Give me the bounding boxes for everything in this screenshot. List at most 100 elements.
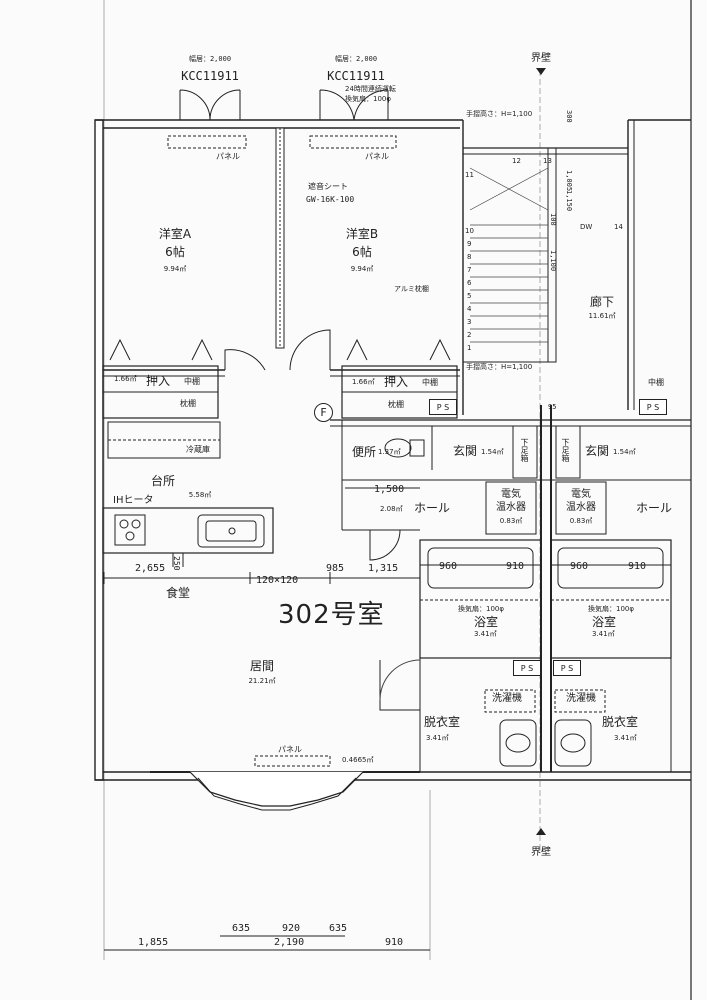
entrance-area-right: 1.54㎡ xyxy=(613,448,636,456)
panel-label-b: パネル xyxy=(365,152,389,161)
shoe-box-left: 下足箱 xyxy=(520,438,529,462)
corridor-area: 11.61㎡ xyxy=(588,312,616,320)
room-b-area: 9.94㎡ xyxy=(350,265,374,273)
entrance-area: 1.54㎡ xyxy=(481,448,504,456)
closet-a-name: 押入 xyxy=(146,374,171,388)
closet-b-shelf-mid: 中棚 xyxy=(422,378,438,387)
room-a-name: 洋室A xyxy=(158,227,192,241)
boundary-label-bottom: 界壁 xyxy=(531,847,551,858)
dw-label: DW xyxy=(580,223,593,231)
f-marker: F xyxy=(314,403,333,422)
arrow-down-icon xyxy=(536,68,546,75)
dim-95: 95 xyxy=(548,403,557,411)
room-a-area: 9.94㎡ xyxy=(163,265,187,273)
bath-b-fan: 換気扇：100φ xyxy=(588,605,634,613)
entrance-name-right: 玄関 xyxy=(585,444,610,458)
washer-b: 洗濯機 xyxy=(566,693,596,704)
window-b-width: 幅居：2,000 xyxy=(334,55,378,63)
dim-1500: 1,500 xyxy=(374,484,405,495)
hall-name: ホール xyxy=(414,501,451,515)
aluminum-rail-note: アルミ枕棚 xyxy=(394,285,429,293)
closet-b-name: 押入 xyxy=(384,375,409,389)
closet-a-area: 1.66㎡ xyxy=(114,375,137,383)
kitchen-area: 5.58㎡ xyxy=(188,491,212,499)
room-a-size: 6帖 xyxy=(165,245,185,259)
dim-920: 920 xyxy=(282,923,301,934)
ps-label: P S xyxy=(646,402,660,412)
washer-a: 洗濯機 xyxy=(492,693,522,704)
stair-step-10: 10 xyxy=(465,227,474,235)
dim-910-a: 910 xyxy=(506,561,525,572)
stair-step-5: 5 xyxy=(467,292,472,300)
dim-960-a: 960 xyxy=(439,561,458,572)
water-heater-a-line2: 温水器 xyxy=(496,502,526,513)
arrow-up-icon xyxy=(536,828,546,835)
handrail-height-top: 手摺高さ：H=1,100 xyxy=(466,110,533,118)
bath-a-area: 3.41㎡ xyxy=(474,630,497,638)
water-heater-b-line2: 温水器 xyxy=(566,502,596,513)
dim-910-bottom: 910 xyxy=(385,937,404,948)
dim-250: 250 xyxy=(172,556,181,571)
entrance-name: 玄関 xyxy=(453,444,478,458)
window-b-code: KCC11911 xyxy=(327,69,385,83)
panel-label-a: パネル xyxy=(216,152,240,161)
dim-635-a: 635 xyxy=(232,923,251,934)
dim-1855: 1,855 xyxy=(138,937,169,948)
water-heater-b-area: 0.83㎡ xyxy=(569,517,593,525)
bath-b-name: 浴室 xyxy=(592,615,617,629)
stair-step-14: 14 xyxy=(614,223,623,231)
corridor-name: 廊下 xyxy=(589,295,615,309)
stair-step-6: 6 xyxy=(467,279,472,287)
stair-step-11: 11 xyxy=(465,171,474,179)
closet-b-shelf-pillow: 枕棚 xyxy=(388,400,404,409)
ih-heater-label: IHヒータ xyxy=(113,495,154,506)
ps-label: P S xyxy=(520,663,534,673)
unit-number: 302号室 xyxy=(278,600,385,630)
dressing-a-name: 脱衣室 xyxy=(424,715,461,729)
closet-b-area: 1.66㎡ xyxy=(352,378,375,386)
bath-a-fan: 換気扇：100φ xyxy=(458,605,504,613)
closet-a-shelf-mid: 中棚 xyxy=(184,377,200,386)
dim-960-b: 960 xyxy=(570,561,589,572)
water-heater-a-line1: 電気 xyxy=(501,489,521,500)
toilet-name: 便所 xyxy=(352,445,377,459)
soundproof-sheet-label: 遮音シート xyxy=(308,182,348,191)
dressing-a-area: 3.41㎡ xyxy=(426,734,449,742)
ps-shaft-bath-b: P S xyxy=(553,660,581,676)
stair-step-7: 7 xyxy=(467,266,472,274)
ps-shaft-bath-a: P S xyxy=(513,660,541,676)
living-name: 居間 xyxy=(249,659,275,673)
hall-area: 2.08㎡ xyxy=(380,505,403,513)
stair-step-3: 3 xyxy=(467,318,472,326)
ps-label: P S xyxy=(560,663,574,673)
dim-1005: 1,005 xyxy=(565,170,573,192)
toilet-area: 1.37㎡ xyxy=(378,448,401,456)
dim-2655: 2,655 xyxy=(135,563,166,574)
handrail-height-bottom: 手摺高さ：H=1,100 xyxy=(466,363,533,371)
fridge-label: 冷蔵庫 xyxy=(186,445,210,454)
stair-step-1: 1 xyxy=(467,344,472,352)
dressing-b-area: 3.41㎡ xyxy=(614,734,637,742)
hall-name-right: ホール xyxy=(636,501,673,515)
ps-label: P S xyxy=(436,402,450,412)
bath-a-name: 浴室 xyxy=(474,615,499,629)
dim-635-b: 635 xyxy=(329,923,348,934)
dressing-b-name: 脱衣室 xyxy=(602,715,639,729)
ps-shaft-left: P S xyxy=(429,399,457,415)
boundary-label-top: 界壁 xyxy=(531,53,551,64)
ventilation-note: 24時間連続運転 xyxy=(345,85,396,93)
bay-area: 0.4665㎡ xyxy=(342,756,374,764)
closet-a-shelf-pillow: 枕棚 xyxy=(180,399,196,408)
dim-100: 100 xyxy=(549,213,557,226)
water-heater-b-line1: 電気 xyxy=(571,489,591,500)
dim-1100: 1,100 xyxy=(549,250,557,272)
window-a-code: KCC11911 xyxy=(181,69,239,83)
stair-step-4: 4 xyxy=(467,305,472,313)
soundproof-sheet-spec: GW-16K-100 xyxy=(306,195,355,204)
dim-985: 985 xyxy=(326,563,345,574)
stair-step-8: 8 xyxy=(467,253,472,261)
room-b-size: 6帖 xyxy=(352,245,372,259)
window-a-width: 幅居：2,000 xyxy=(188,55,232,63)
